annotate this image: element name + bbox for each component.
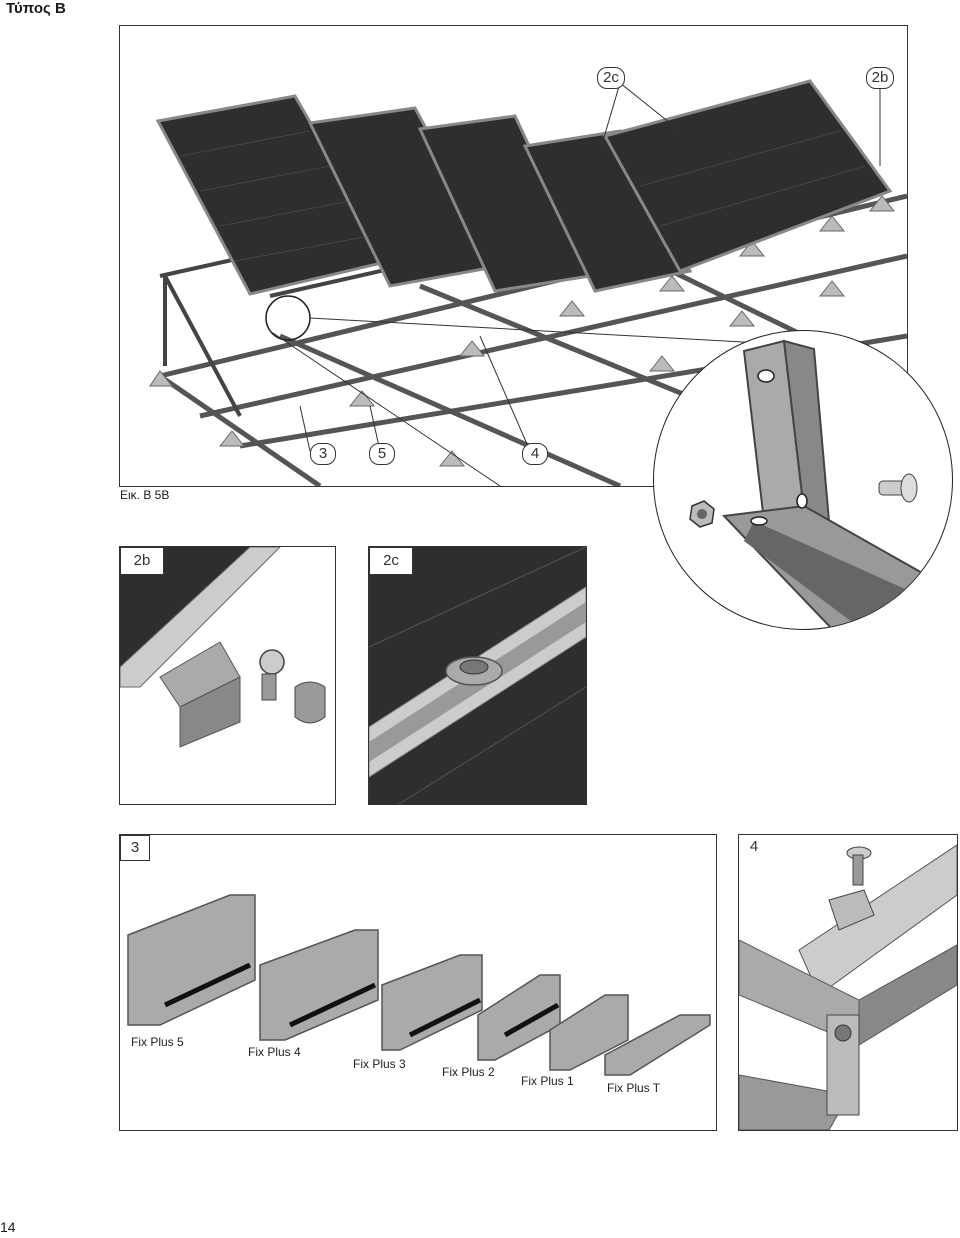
bracket-drawing bbox=[689, 339, 952, 629]
profile-fix-plus-2 bbox=[477, 974, 561, 1061]
profile-fix-plus-t bbox=[604, 1014, 711, 1076]
figure-caption: Εικ. Β 5Β bbox=[120, 488, 170, 502]
detail-magnifier-circle bbox=[265, 295, 311, 341]
page-number: 14 bbox=[0, 1219, 16, 1235]
callout-2b: 2b bbox=[866, 67, 894, 89]
profile-fix-plus-3 bbox=[381, 954, 483, 1051]
callout-4: 4 bbox=[522, 443, 548, 465]
detail-2c-panel: 2c bbox=[368, 546, 587, 805]
end-clamp-drawing bbox=[120, 547, 326, 748]
detail-2b-label: 2b bbox=[120, 547, 164, 575]
profile-fix-plus-5 bbox=[127, 894, 256, 1026]
detail-3-panel: 3 Fix Plus 5 Fix Plus 4 Fix Plus 3 Fix P… bbox=[119, 834, 717, 1131]
profile-fix-plus-4 bbox=[259, 929, 379, 1041]
callout-2c: 2c bbox=[597, 67, 625, 89]
detail-3-label: 3 bbox=[120, 835, 150, 861]
callout-3: 3 bbox=[310, 443, 336, 465]
solar-panels bbox=[155, 79, 893, 296]
detail-2b-panel: 2b bbox=[119, 546, 336, 805]
callout-5: 5 bbox=[369, 443, 395, 465]
profile-label-fix-plus-3: Fix Plus 3 bbox=[353, 1057, 406, 1071]
middle-clamp-drawing bbox=[369, 547, 586, 804]
detail-2c-label: 2c bbox=[369, 547, 413, 575]
page-title: Τύπος Β bbox=[6, 0, 66, 17]
callout-leaders bbox=[269, 82, 881, 486]
profile-fix-plus-1 bbox=[549, 994, 629, 1071]
profile-label-fix-plus-1: Fix Plus 1 bbox=[521, 1074, 574, 1088]
rail-connector-drawing bbox=[739, 844, 957, 1130]
profile-label-fix-plus-2: Fix Plus 2 bbox=[442, 1065, 495, 1079]
profiles-drawing bbox=[127, 894, 711, 1076]
profile-label-fix-plus-4: Fix Plus 4 bbox=[248, 1045, 301, 1059]
panel-cell-grid bbox=[179, 130, 866, 262]
profile-label-fix-plus-5: Fix Plus 5 bbox=[131, 1035, 184, 1049]
detail-4-label: 4 bbox=[749, 838, 759, 855]
bracket-zoom-detail bbox=[653, 330, 953, 630]
profile-label-fix-plus-t: Fix Plus T bbox=[607, 1081, 661, 1095]
ballast-blocks bbox=[149, 195, 896, 467]
detail-4-panel: 4 bbox=[738, 834, 958, 1131]
